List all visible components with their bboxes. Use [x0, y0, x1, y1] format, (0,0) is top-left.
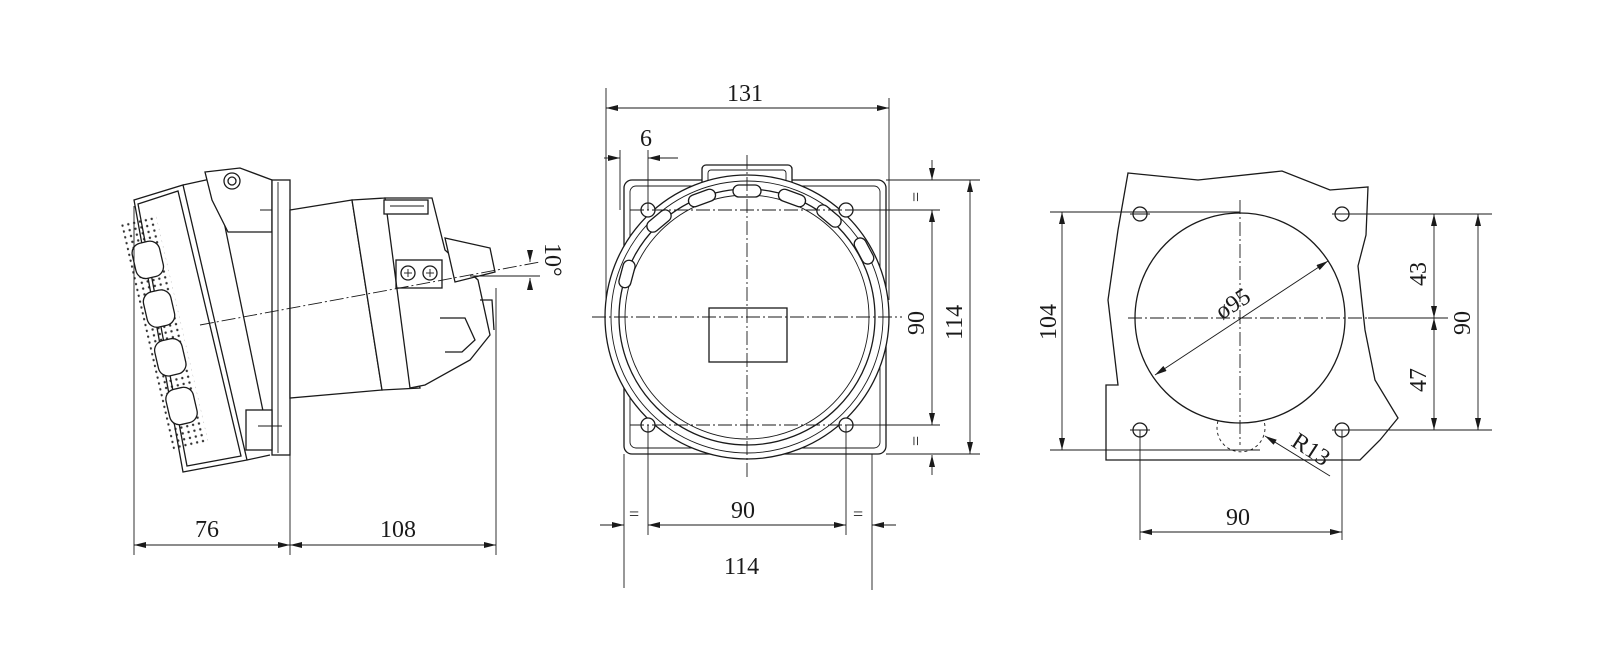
front-view-hole-spacing-horizontal: 90 [731, 498, 755, 524]
front-view-equal-mark-right: = [853, 504, 863, 524]
front-view-hole-spacing-vertical: 90 [904, 311, 930, 335]
front-view-overall-width-bottom: 114 [724, 554, 759, 580]
front-view-overall-height: 114 [942, 305, 968, 340]
front-view-equal-mark-left: = [629, 504, 639, 524]
front-view-overall-width: 131 [727, 81, 763, 107]
cutout-view: ø95 R13 104 43 47 90 90 [1036, 170, 1492, 540]
side-view-flange [271, 179, 291, 456]
side-view-hinge [204, 167, 282, 233]
cutout-view-hole-upper: 43 [1406, 262, 1432, 286]
side-view-rear-block [384, 197, 491, 389]
cutout-view-hole-spacing-horizontal: 90 [1226, 505, 1250, 531]
cutout-view-height: 104 [1036, 304, 1062, 340]
cutout-view-hole-spacing-vertical: 90 [1450, 311, 1476, 335]
front-view-equal-mark-bottom: = [906, 436, 926, 446]
side-view-angle-label: 10° [539, 243, 565, 277]
side-view-depth-rear: 108 [380, 517, 416, 543]
side-view-front-flap [120, 177, 271, 473]
front-view: 131 6 90 = = 114 90 = = 114 [592, 81, 980, 590]
side-view: 10° 76 108 [120, 167, 565, 555]
front-view-center-socket [708, 307, 788, 363]
dim-line-diameter [1154, 260, 1329, 376]
side-view-depth-front: 76 [195, 517, 219, 543]
front-view-hole-offset: 6 [640, 126, 652, 152]
front-view-vent-slots [618, 184, 875, 289]
cutout-view-hole-lower: 47 [1406, 368, 1432, 392]
front-view-equal-mark-top: = [906, 192, 926, 202]
